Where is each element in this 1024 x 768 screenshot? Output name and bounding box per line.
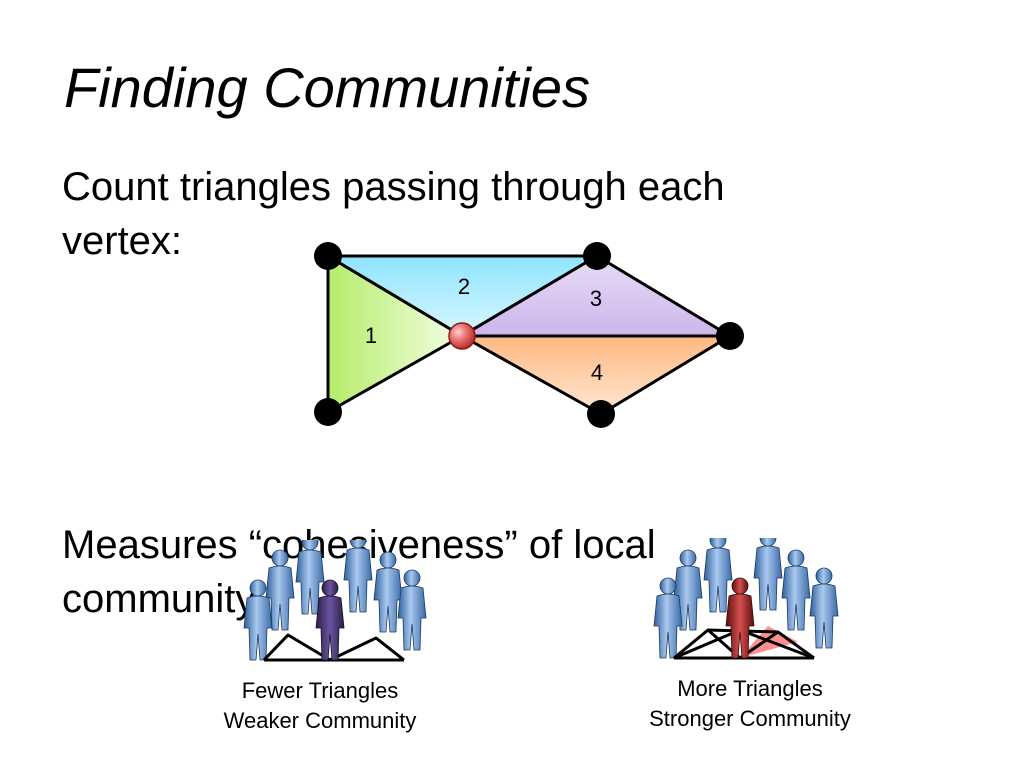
vertex-right bbox=[716, 322, 744, 350]
caption-line: Stronger Community bbox=[649, 706, 851, 731]
person-icon bbox=[781, 549, 811, 631]
person-icon bbox=[809, 567, 839, 649]
caption-weaker-community: Fewer Triangles Weaker Community bbox=[190, 676, 450, 736]
caption-line: More Triangles bbox=[677, 676, 823, 701]
caption-stronger-community: More Triangles Stronger Community bbox=[620, 674, 880, 734]
person-icon bbox=[753, 538, 783, 611]
triangle-label-3: 3 bbox=[590, 286, 602, 311]
strong-community-illustration bbox=[653, 538, 839, 660]
bullet-count-triangles: Count triangles passing through each ver… bbox=[62, 165, 725, 263]
vertex-center bbox=[448, 322, 476, 350]
vertex-top-left bbox=[314, 242, 342, 270]
vertex-top-right bbox=[583, 242, 611, 270]
person-icon-red bbox=[725, 577, 755, 659]
triangle-label-4: 4 bbox=[591, 360, 603, 385]
caption-line: Weaker Community bbox=[223, 708, 417, 733]
triangle-label-2: 2 bbox=[458, 274, 470, 299]
person-icon bbox=[703, 538, 733, 613]
weak-community-illustration bbox=[243, 540, 427, 662]
person-icon-purple bbox=[315, 579, 345, 661]
caption-line: Fewer Triangles bbox=[241, 678, 399, 703]
person-icon bbox=[373, 551, 403, 633]
connection-lines bbox=[262, 633, 331, 662]
page-title: Finding Communities bbox=[64, 56, 590, 119]
vertex-bottom-right bbox=[587, 400, 615, 428]
person-icon bbox=[397, 569, 427, 651]
triangle-label-1: 1 bbox=[365, 323, 377, 348]
vertex-bottom-left bbox=[314, 398, 342, 426]
triangle-4 bbox=[460, 334, 732, 416]
person-icon bbox=[343, 540, 373, 613]
